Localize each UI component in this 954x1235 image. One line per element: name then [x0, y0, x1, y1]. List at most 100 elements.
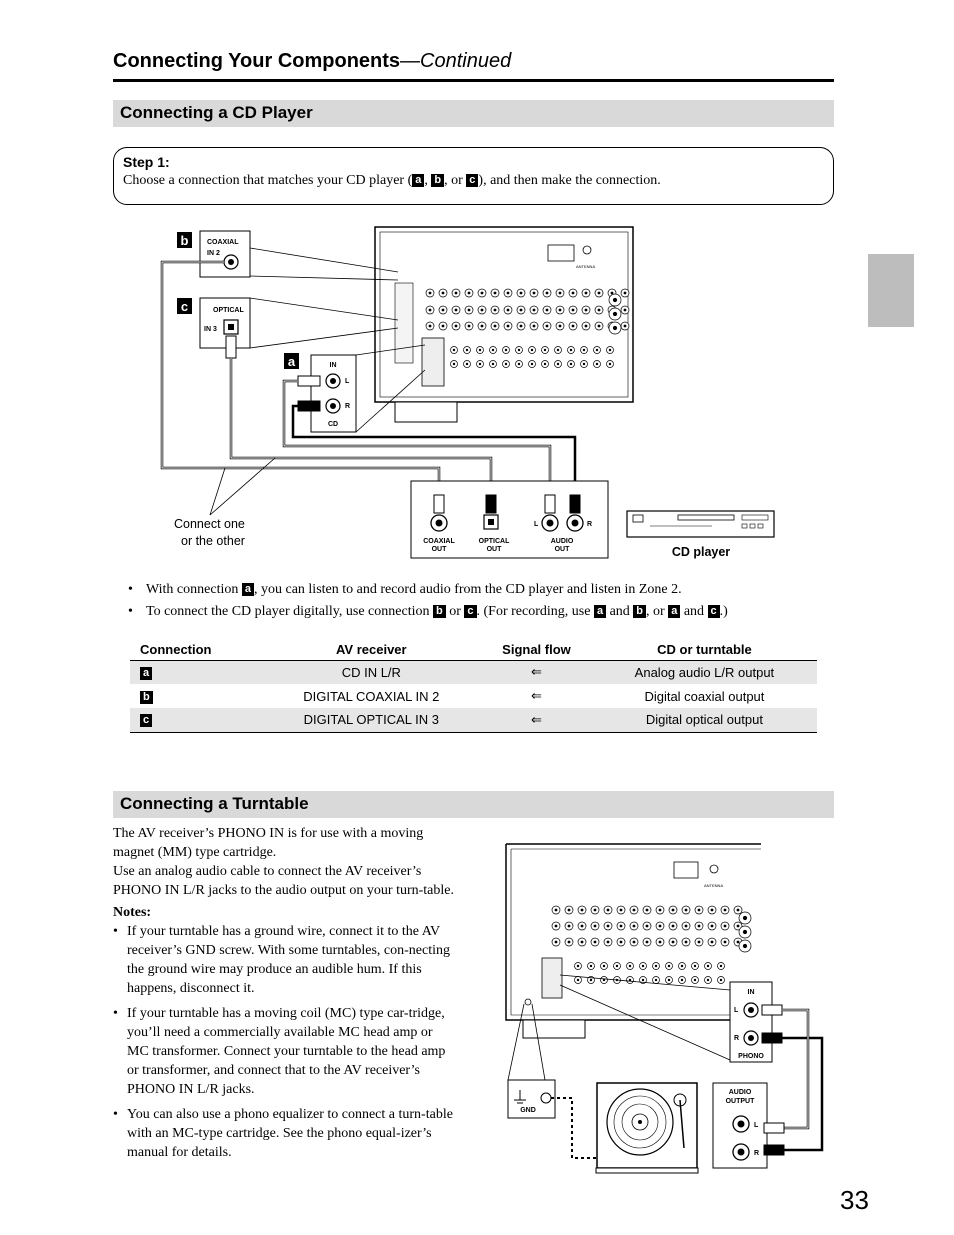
note-item: You can also use a phono equalizer to co…: [113, 1105, 456, 1162]
receiver-jack-center: [632, 908, 636, 912]
receiver-jack-center: [493, 308, 497, 312]
receiver-jack-center: [736, 908, 740, 912]
receiver-jack-center: [465, 348, 469, 352]
table-header-row: Connection AV receiver Signal flow CD or…: [130, 639, 817, 661]
diagram-label-a: [284, 353, 299, 369]
receiver-jack-center: [576, 978, 580, 982]
receiver-jack-center: [478, 348, 482, 352]
diagram-label-a-text: a: [288, 354, 296, 369]
receiver-jack-center: [554, 940, 558, 944]
diagram-label-b-text: b: [181, 233, 189, 248]
receiver-jack-center: [710, 924, 714, 928]
receiver-jack-center: [680, 978, 684, 982]
note-item: If your turntable has a moving coil (MC)…: [113, 1004, 456, 1099]
receiver-jack-center: [569, 348, 573, 352]
receiver-jacks: [425, 288, 630, 368]
receiver-jack-center: [597, 324, 601, 328]
receiver-jack-center: [736, 940, 740, 944]
phono-r-label: R: [734, 1035, 739, 1042]
label-b: b: [432, 605, 446, 618]
receiver-jack-center: [606, 940, 610, 944]
receiver-jack-center: [667, 978, 671, 982]
gnd-label: GND: [520, 1107, 536, 1114]
receiver-jack-center: [623, 291, 627, 295]
receiver-jack-center: [612, 297, 618, 303]
step-sep2: , or: [444, 173, 463, 188]
receiver-jack-center: [493, 324, 497, 328]
receiver-jack-center: [619, 908, 623, 912]
cd-player-illustration: [626, 510, 775, 538]
table-cell: Analog audio L/R output: [591, 660, 817, 684]
turntable-illustration: [595, 1082, 699, 1174]
title-rule: [113, 79, 834, 82]
receiver-jack-center: [593, 924, 597, 928]
row-label: c: [140, 714, 153, 728]
receiver-jack-center: [612, 325, 618, 331]
audio-out-r-label: R: [587, 521, 592, 528]
receiver-jack-center: [697, 940, 701, 944]
receiver-jack-center: [558, 324, 562, 328]
receiver-jack-center: [606, 924, 610, 928]
receiver-jack-center: [615, 964, 619, 968]
receiver-jack-center: [658, 924, 662, 928]
receiver-jack-center: [719, 978, 723, 982]
receiver-jack-center: [623, 324, 627, 328]
coaxial-out-line2: OUT: [432, 546, 448, 553]
in2-label: IN 2: [207, 250, 220, 257]
antenna-text: ANTENNA: [704, 883, 723, 888]
receiver-jack-center: [428, 291, 432, 295]
receiver-jack-center: [519, 308, 523, 312]
table-row: a CD IN L/R ⇐ Analog audio L/R output: [130, 660, 817, 684]
receiver-rear-panel: ANTENNA: [505, 843, 761, 1039]
receiver-jack-center: [632, 924, 636, 928]
label-a: a: [412, 174, 425, 187]
receiver-jack-center: [710, 908, 714, 912]
table-header: Signal flow: [481, 639, 592, 661]
receiver-jack-center: [742, 929, 748, 935]
bullet2-and2: and: [683, 604, 705, 619]
receiver-jack-center: [723, 924, 727, 928]
receiver-jack-center: [597, 291, 601, 295]
turntable-para1: The AV receiver’s PHONO IN is for use wi…: [113, 826, 424, 860]
receiver-jack-center: [645, 908, 649, 912]
receiver-jack-center: [654, 978, 658, 982]
receiver-jack-center: [582, 362, 586, 366]
phono-l-label: L: [734, 1007, 739, 1014]
optical-out-line1: OPTICAL: [479, 538, 510, 545]
audio-out-l-label: L: [534, 521, 539, 528]
table-cell: ⇐: [481, 660, 592, 684]
diagram-label-c-text: c: [181, 299, 188, 314]
bullet1-before: With connection: [146, 582, 239, 597]
turntable-text: The AV receiver’s PHONO IN is for use wi…: [113, 824, 456, 1162]
bullet2-and: and: [609, 604, 630, 619]
gnd-terminal: [540, 1092, 552, 1104]
bullet1-after: , you can listen to and record audio fro…: [253, 582, 682, 597]
optical-label: OPTICAL: [213, 307, 244, 314]
receiver-jack-center: [671, 908, 675, 912]
connect-one-line2: or the other: [181, 534, 245, 548]
antenna-text: ANTENNA: [576, 264, 595, 269]
receiver-jack-center: [504, 348, 508, 352]
receiver-jack-center: [554, 908, 558, 912]
turntable-l-label: L: [754, 1122, 759, 1129]
receiver-jack-center: [602, 978, 606, 982]
connection-table: Connection AV receiver Signal flow CD or…: [130, 639, 817, 733]
diagram-label-c: [177, 298, 192, 314]
analog-in-box: [310, 354, 357, 433]
receiver-jack-center: [684, 940, 688, 944]
section-heading-turntable: Connecting a Turntable: [113, 791, 834, 818]
receiver-jack-center: [480, 291, 484, 295]
table-cell: c: [130, 708, 262, 733]
receiver-jack-center: [723, 908, 727, 912]
receiver-jack-center: [556, 362, 560, 366]
table-cell: DIGITAL COAXIAL IN 2: [303, 688, 440, 704]
receiver-jack-center: [545, 324, 549, 328]
gnd-screw: [524, 998, 532, 1006]
step-box: Step 1: Choose a connection that matches…: [113, 147, 834, 205]
cd-bullets: With connection a, you can listen to and…: [128, 582, 828, 626]
receiver-jack-center: [595, 348, 599, 352]
receiver-jack-center: [719, 964, 723, 968]
receiver-jack-center: [532, 324, 536, 328]
row-label: b: [140, 690, 153, 704]
receiver-jack-center: [589, 978, 593, 982]
